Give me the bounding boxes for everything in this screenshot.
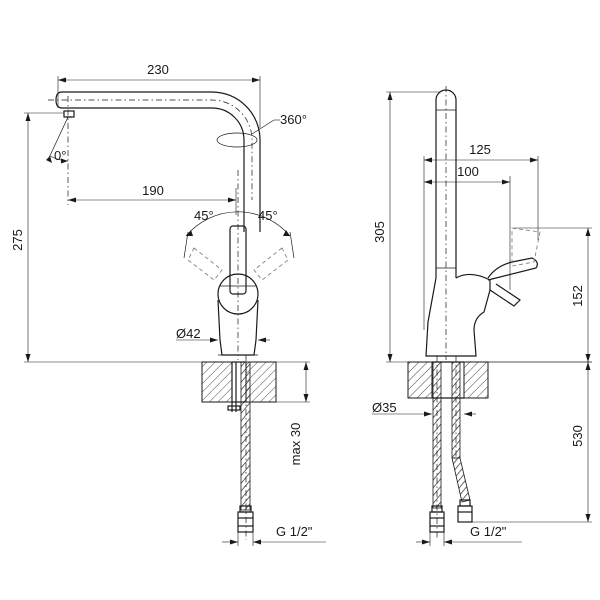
dimension-max-deck: max 30 bbox=[276, 361, 310, 466]
dim-label-d35: Ø35 bbox=[372, 400, 397, 415]
side-view: 305 125 100 152 bbox=[372, 86, 592, 546]
dim-label-d42: Ø42 bbox=[176, 326, 201, 341]
dim-label-530: 530 bbox=[570, 425, 585, 447]
lever-swing: 45° 45° bbox=[183, 208, 295, 281]
dim-label-152: 152 bbox=[570, 285, 585, 307]
dim-label-360: 360° bbox=[280, 112, 307, 127]
dimension-thread: G 1/2" bbox=[222, 524, 326, 546]
dim-label-190: 190 bbox=[142, 183, 164, 198]
dimension-outlet-angle: 0° bbox=[46, 96, 69, 205]
faucet-body bbox=[217, 225, 259, 356]
dim-label-max30: max 30 bbox=[288, 423, 303, 466]
dim-label-125: 125 bbox=[469, 142, 491, 157]
dimension-hole-diameter: Ø35 bbox=[372, 400, 476, 417]
dim-label-230: 230 bbox=[147, 62, 169, 77]
countertop-section bbox=[201, 361, 277, 403]
supply-hose bbox=[227, 355, 254, 540]
dimension-spout-reach: 230 bbox=[57, 62, 261, 128]
side-supply-hoses bbox=[429, 356, 473, 540]
dim-label-0deg: 0° bbox=[54, 148, 66, 163]
dim-label-305: 305 bbox=[372, 221, 387, 243]
dimension-side-height: 305 bbox=[372, 91, 440, 363]
spout bbox=[48, 91, 261, 232]
dim-label-thread-side: G 1/2" bbox=[470, 524, 507, 539]
dim-label-45-right: 45° bbox=[258, 208, 278, 223]
side-spout bbox=[435, 86, 457, 360]
dimension-lever-height: 152 bbox=[476, 227, 592, 363]
dimension-outlet-distance: 190 bbox=[68, 183, 237, 215]
dim-label-100: 100 bbox=[457, 164, 479, 179]
dimension-side-reach-inner: 100 bbox=[424, 164, 511, 290]
front-view: 230 360° 0° bbox=[10, 62, 326, 546]
dimension-side-reach-outer: 125 bbox=[423, 142, 539, 330]
dim-label-thread-front: G 1/2" bbox=[276, 524, 313, 539]
dimension-side-thread: G 1/2" bbox=[416, 524, 522, 546]
dim-label-45-left: 45° bbox=[194, 208, 214, 223]
side-countertop-section bbox=[407, 361, 489, 399]
side-body bbox=[425, 227, 541, 357]
dim-label-275: 275 bbox=[10, 229, 25, 251]
dimension-total-height: 275 bbox=[10, 112, 218, 363]
dimension-hose-length: 530 bbox=[472, 361, 592, 523]
dimension-body-diameter: Ø42 bbox=[176, 326, 270, 343]
dimension-rotation: 360° bbox=[216, 112, 307, 148]
